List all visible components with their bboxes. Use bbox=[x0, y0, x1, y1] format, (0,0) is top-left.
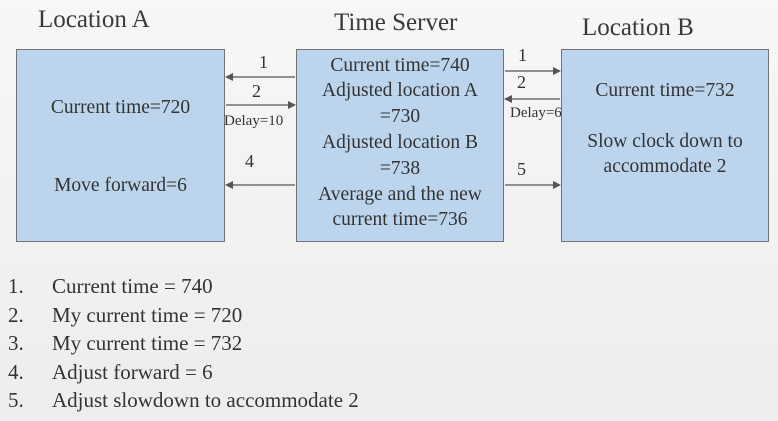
step-text: My current time = 732 bbox=[52, 331, 243, 355]
location-b-current-time: Current time=732 bbox=[595, 80, 735, 101]
step-text: Adjust forward = 6 bbox=[52, 359, 213, 384]
step-number: 3. bbox=[8, 331, 24, 355]
arrow-right-5-label: 5 bbox=[517, 159, 526, 179]
arrow-right-1-label: 1 bbox=[518, 45, 527, 65]
arrow-left-1-label: 1 bbox=[259, 52, 268, 72]
server-adjusted-a-value: =730 bbox=[379, 106, 421, 127]
server-current-time: Current time=740 bbox=[330, 55, 470, 76]
step-text: My current time = 720 bbox=[52, 302, 243, 327]
arrow-right-2-label: 2 bbox=[517, 72, 526, 92]
location-a-box: Current time=720 Move forward=6 bbox=[16, 49, 225, 242]
step-text: Current time = 740 bbox=[52, 274, 213, 298]
location-b-accommodate: accommodate 2 bbox=[603, 156, 727, 177]
delay-right-label: Delay=6 bbox=[510, 105, 562, 121]
step-number: 4. bbox=[8, 359, 24, 384]
server-adjusted-b-value: =738 bbox=[379, 158, 421, 179]
step-number: 5. bbox=[8, 388, 24, 412]
step-text: Adjust slowdown to accommodate 2 bbox=[52, 388, 359, 412]
delay-left-label: Delay=10 bbox=[224, 113, 284, 129]
location-b-title: Location B bbox=[582, 14, 694, 41]
time-server-title: Time Server bbox=[334, 9, 458, 36]
location-a-title: Location A bbox=[38, 6, 150, 33]
arrow-left-2-label: 2 bbox=[252, 81, 261, 101]
server-adjusted-b-label: Adjusted location B bbox=[322, 132, 478, 153]
server-adjusted-a-label: Adjusted location A bbox=[322, 80, 478, 101]
time-server-box: Current time=740 Adjusted location A =73… bbox=[296, 49, 504, 242]
location-a-current-time: Current time=720 bbox=[50, 97, 191, 118]
arrow-left-4-label: 4 bbox=[245, 151, 254, 171]
location-b-slow-down: Slow clock down to bbox=[587, 131, 743, 152]
server-average-label: Average and the new bbox=[318, 184, 482, 205]
server-new-time: current time=736 bbox=[332, 209, 468, 230]
step-number: 2. bbox=[8, 302, 24, 327]
step-number: 1. bbox=[8, 274, 24, 298]
location-b-box: Current time=732 Slow clock down to acco… bbox=[561, 49, 769, 242]
location-a-move-forward: Move forward=6 bbox=[54, 175, 187, 196]
